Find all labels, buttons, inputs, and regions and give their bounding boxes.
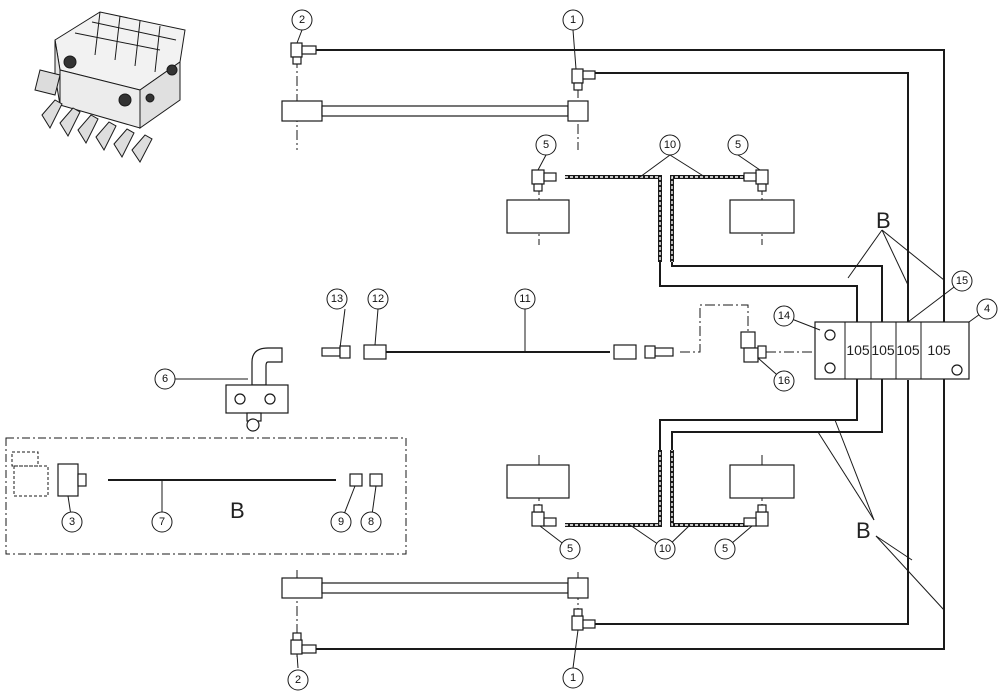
block-cell-4: 105 bbox=[927, 342, 951, 358]
callout-10-top: 10 bbox=[659, 134, 681, 156]
distribution-block: 105 105 105 105 bbox=[814, 321, 970, 380]
callout-5-bottom-left: 5 bbox=[559, 538, 581, 560]
top-left-actuator bbox=[506, 169, 570, 245]
callout-7: 7 bbox=[151, 511, 173, 533]
block-cell-3: 105 bbox=[896, 342, 920, 358]
callout-9: 9 bbox=[330, 511, 352, 533]
section-label-b-bottom: B bbox=[856, 518, 871, 543]
svg-text:5: 5 bbox=[543, 139, 549, 151]
bottom-left-actuator bbox=[506, 455, 570, 527]
callout-12: 12 bbox=[367, 288, 389, 310]
section-b-leaders bbox=[817, 229, 945, 611]
svg-text:11: 11 bbox=[519, 293, 530, 305]
callout-14: 14 bbox=[773, 305, 795, 327]
svg-text:1: 1 bbox=[570, 672, 576, 684]
callout-4: 4 bbox=[976, 298, 998, 320]
callout-1-bottom: 1 bbox=[562, 667, 584, 689]
svg-text:12: 12 bbox=[372, 293, 384, 305]
svg-text:4: 4 bbox=[984, 303, 990, 315]
callout-3: 3 bbox=[61, 511, 83, 533]
svg-text:8: 8 bbox=[368, 516, 374, 528]
callout-6: 6 bbox=[154, 368, 176, 390]
block-cell-2: 105 bbox=[871, 342, 895, 358]
callout-2-bottom: 2 bbox=[287, 669, 309, 691]
svg-text:7: 7 bbox=[159, 516, 165, 528]
top-cylinder-assembly bbox=[281, 42, 596, 150]
callout-1-top: 1 bbox=[562, 9, 584, 31]
detail-b-label: B bbox=[230, 498, 245, 523]
svg-text:14: 14 bbox=[778, 310, 790, 322]
svg-text:5: 5 bbox=[735, 139, 741, 151]
callout-5-bottom-right: 5 bbox=[714, 538, 736, 560]
sensor-cable-assembly bbox=[321, 304, 820, 363]
svg-text:5: 5 bbox=[567, 543, 573, 555]
svg-text:9: 9 bbox=[338, 516, 344, 528]
component-isometric-sketch bbox=[34, 11, 186, 163]
callout-16: 16 bbox=[773, 370, 795, 392]
callout-8: 8 bbox=[360, 511, 382, 533]
svg-text:10: 10 bbox=[664, 139, 676, 151]
callout-13: 13 bbox=[326, 288, 348, 310]
callout-15: 15 bbox=[951, 270, 973, 292]
detail-b-frame: B bbox=[5, 437, 407, 555]
svg-text:6: 6 bbox=[162, 373, 168, 385]
svg-text:2: 2 bbox=[299, 14, 305, 26]
elbow-valve-6 bbox=[225, 347, 289, 432]
bottom-cylinder-assembly bbox=[281, 570, 596, 660]
callout-5-top-left: 5 bbox=[535, 134, 557, 156]
callout-11: 11 bbox=[514, 288, 536, 310]
callout-5-top-right: 5 bbox=[727, 134, 749, 156]
svg-text:16: 16 bbox=[778, 375, 790, 387]
svg-text:13: 13 bbox=[331, 293, 343, 305]
callout-10-bottom: 10 bbox=[654, 538, 676, 560]
svg-text:15: 15 bbox=[956, 275, 968, 287]
svg-text:3: 3 bbox=[69, 516, 75, 528]
block-cell-1: 105 bbox=[846, 342, 870, 358]
section-label-b-top: B bbox=[876, 208, 891, 233]
hose-10-detail bbox=[565, 175, 748, 527]
callout-2-top: 2 bbox=[291, 9, 313, 31]
top-right-actuator bbox=[729, 169, 795, 245]
bottom-right-actuator bbox=[729, 455, 795, 527]
svg-text:10: 10 bbox=[659, 543, 671, 555]
svg-text:1: 1 bbox=[570, 14, 576, 26]
svg-text:2: 2 bbox=[295, 674, 301, 686]
svg-text:5: 5 bbox=[722, 543, 728, 555]
